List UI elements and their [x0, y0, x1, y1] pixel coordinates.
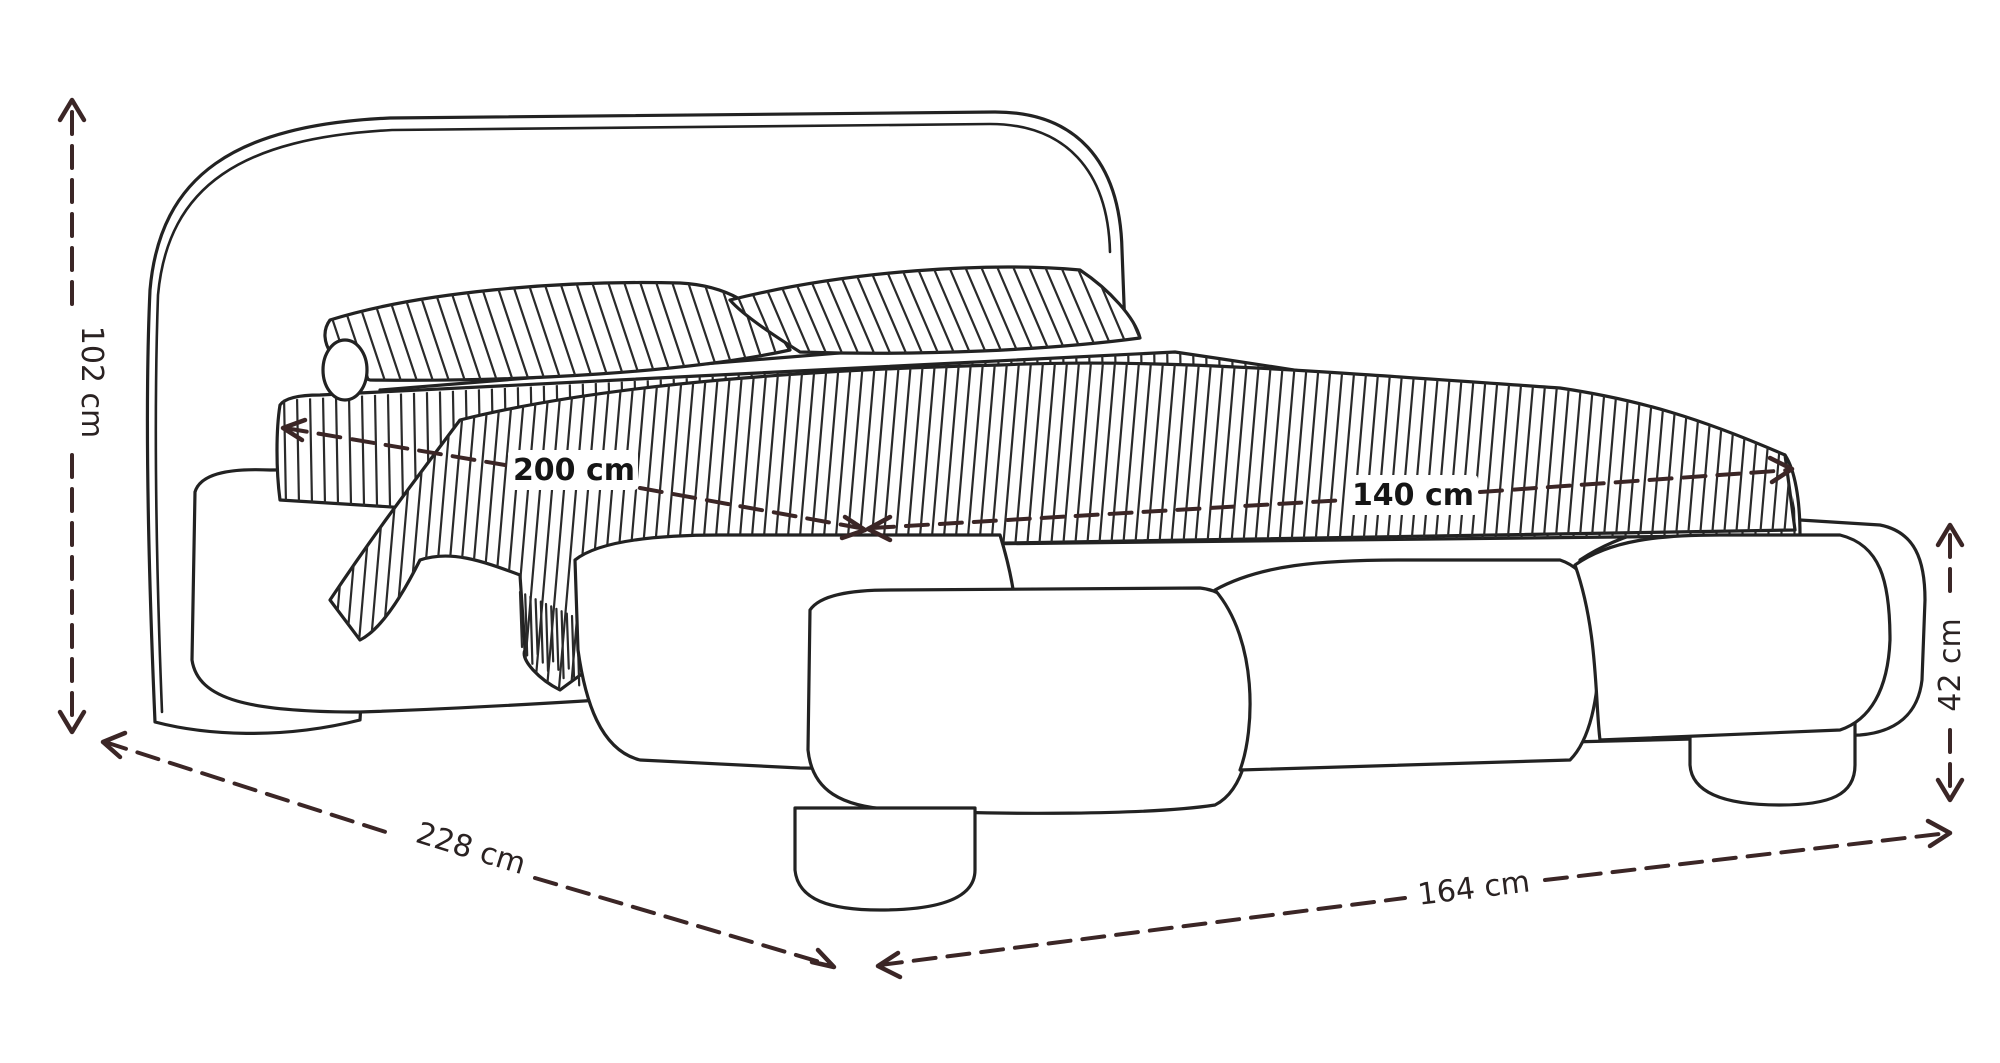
- fringe-strand: [539, 600, 544, 664]
- leg-back-right: [1688, 718, 1857, 807]
- label-length-total: 228 cm: [412, 816, 530, 882]
- fringe-strand: [518, 590, 524, 649]
- pillow-stripe: [1038, 267, 1087, 354]
- dimension-mattress-width: 140 cm: [865, 455, 1795, 543]
- blanket-stripe: [568, 362, 602, 690]
- pillow-stripe: [926, 267, 975, 354]
- pillow-stripe: [570, 282, 614, 381]
- fringe-strand: [534, 598, 539, 656]
- pillow-stripe: [554, 282, 598, 381]
- pillow-stripe: [538, 282, 582, 381]
- leg-front-left: [793, 806, 977, 912]
- pillow-stripe: [1118, 267, 1140, 354]
- pillow-stripe: [894, 267, 943, 354]
- fringe-strand: [524, 593, 529, 657]
- pillow-stripe: [506, 282, 550, 381]
- blanket-stripe: [532, 362, 566, 690]
- dimension-frame-height: 42 cm: [1933, 522, 1968, 803]
- pillow-roll: [321, 338, 369, 402]
- fringe-strand: [550, 605, 555, 663]
- fringe-strand: [560, 610, 565, 680]
- pillow-stripe: [942, 267, 991, 354]
- fringe-strand: [555, 607, 560, 671]
- frame-cushion-right: [1573, 533, 1892, 742]
- fringe-strand: [529, 595, 534, 665]
- label-frame-height: 42 cm: [1933, 618, 1968, 711]
- blanket-stripe: [544, 362, 578, 690]
- headboard-inner-edge: [154, 122, 1112, 714]
- pillow-stripe: [602, 282, 646, 381]
- pillow-stripe: [990, 267, 1039, 354]
- pillow-stripe: [974, 267, 1023, 354]
- pillow-stripe: [1054, 267, 1103, 354]
- pillow-stripe: [1134, 267, 1140, 354]
- fringe-strand: [570, 614, 576, 679]
- fringe-strand: [544, 602, 550, 673]
- label-width-total: 164 cm: [1416, 864, 1532, 912]
- pillow-stripe: [958, 267, 1007, 354]
- fringe-strand: [565, 612, 570, 670]
- dimension-width-total: 164 cm: [875, 818, 1953, 980]
- dimension-mattress-length: 200 cm: [280, 417, 868, 541]
- dimension-height-total: 102 cm: [57, 97, 109, 735]
- dimension-length-total: 228 cm: [100, 730, 837, 970]
- pillow-stripe: [522, 282, 566, 381]
- pillow-stripe: [910, 267, 959, 354]
- pillow-stripe: [1022, 267, 1071, 354]
- pillow-stripe: [1006, 267, 1055, 354]
- frame-cushion-middle: [1213, 558, 1602, 772]
- label-height-total: 102 cm: [74, 326, 109, 439]
- pillow-stripe: [490, 282, 534, 381]
- frame-cushion-front: [806, 586, 1255, 815]
- headboard: [145, 110, 1127, 735]
- label-mattress-width: 140 cm: [1352, 478, 1474, 513]
- pillow-stripe: [586, 282, 630, 381]
- label-mattress-length: 200 cm: [513, 453, 635, 488]
